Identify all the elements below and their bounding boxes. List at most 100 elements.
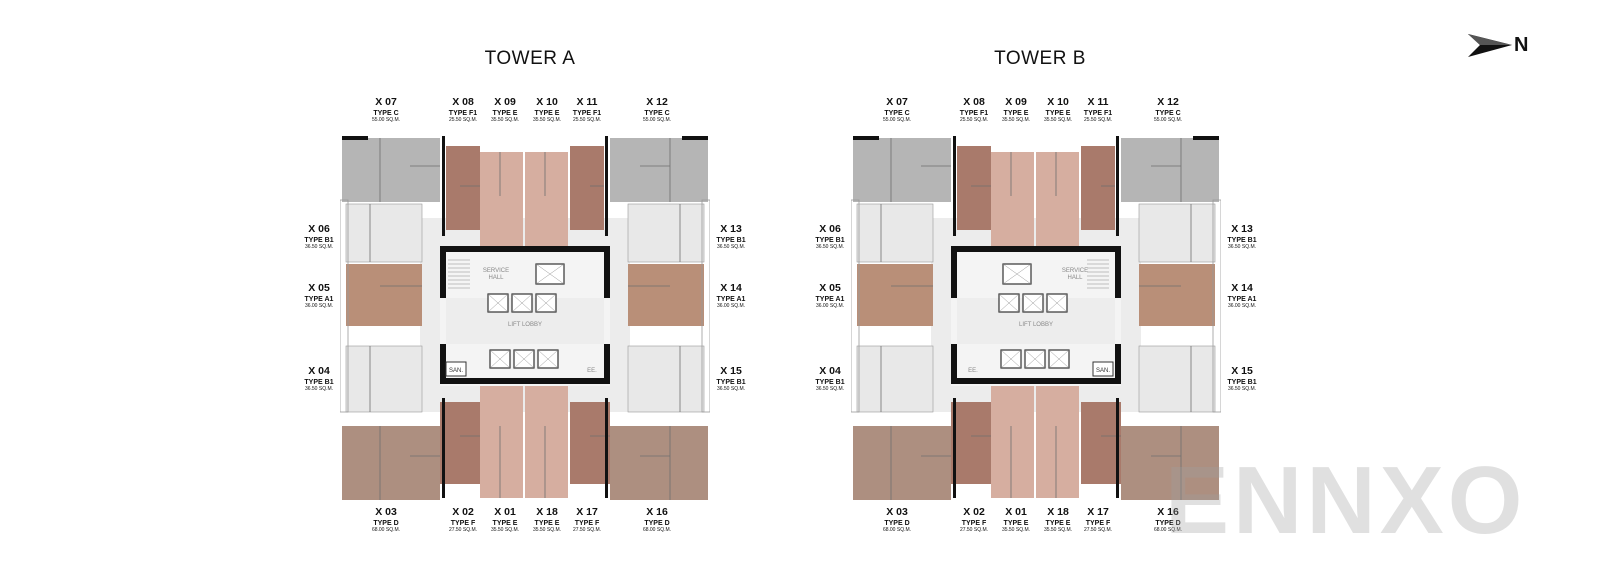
unit-type: TYPE A1	[716, 296, 746, 304]
tower-b-title: TOWER B	[994, 48, 1086, 69]
unit-x04	[345, 345, 423, 413]
unit-type: TYPE D	[884, 520, 910, 528]
unit-type: TYPE E	[1003, 520, 1029, 528]
unit-code: X 17	[1087, 506, 1109, 518]
unit-type: TYPE C	[884, 110, 910, 118]
unit-type: TYPE B1	[304, 379, 334, 387]
unit-area: 35.50 SQ.M.	[490, 527, 520, 534]
unit-area: 27.50 SQ.M.	[572, 527, 602, 534]
unit-type: TYPE F1	[959, 110, 989, 118]
unit-code: X 08	[963, 96, 985, 108]
lift-lobby-label: LIFT LOBBY	[1019, 322, 1053, 328]
wall	[682, 136, 708, 140]
lift-cross	[513, 349, 535, 369]
unit-x15	[1138, 345, 1216, 413]
unit-area: 25.50 SQ.M.	[448, 117, 478, 124]
unit-x08	[446, 146, 480, 230]
unit-type: TYPE B1	[716, 237, 746, 245]
unit-area: 35.50 SQ.M.	[1001, 527, 1031, 534]
ee-label: EE.	[968, 368, 978, 374]
unit-code: X 18	[536, 506, 558, 518]
unit-code: X 14	[1231, 282, 1253, 294]
unit-code: X 16	[1157, 506, 1179, 518]
unit-code: X 02	[963, 506, 985, 518]
san-label: SAN.	[449, 368, 463, 374]
unit-x02	[440, 402, 480, 484]
unit-area: 35.50 SQ.M.	[1043, 527, 1073, 534]
unit-x08	[957, 146, 991, 230]
unit-area: 25.50 SQ.M.	[1083, 117, 1113, 124]
unit-x13	[1138, 203, 1216, 263]
core-wall	[440, 246, 610, 252]
unit-area: 68.00 SQ.M.	[882, 527, 912, 534]
unit-code: X 05	[308, 282, 330, 294]
balcony	[340, 199, 349, 413]
unit-type: TYPE A1	[1227, 296, 1257, 304]
unit-code: X 04	[819, 365, 841, 377]
unit-area: 36.00 SQ.M.	[1227, 303, 1257, 310]
unit-x12	[610, 138, 708, 202]
unit-code: X 09	[1005, 96, 1027, 108]
wall	[853, 136, 879, 140]
unit-x07	[853, 138, 951, 202]
unit-code: X 17	[576, 506, 598, 518]
unit-area: 25.50 SQ.M.	[959, 117, 989, 124]
watermark-logo: ENNXO	[1165, 447, 1527, 554]
unit-code: X 11	[576, 96, 598, 108]
unit-area: 36.50 SQ.M.	[1227, 244, 1257, 251]
unit-area: 68.00 SQ.M.	[642, 527, 672, 534]
wall	[442, 136, 445, 236]
unit-code: X 15	[1231, 365, 1253, 377]
unit-area: 36.50 SQ.M.	[304, 386, 334, 393]
core-wall	[1115, 246, 1121, 298]
tower-a-title: TOWER A	[484, 48, 576, 69]
unit-type: TYPE C	[644, 110, 670, 118]
unit-area: 36.50 SQ.M.	[815, 244, 845, 251]
san-label: SAN.	[1096, 368, 1110, 374]
unit-type: TYPE F1	[1083, 110, 1113, 118]
lift-cross	[1022, 293, 1044, 313]
unit-code: X 13	[1231, 223, 1253, 235]
lift-cross	[535, 263, 565, 285]
unit-area: 35.50 SQ.M.	[490, 117, 520, 124]
unit-area: 25.50 SQ.M.	[572, 117, 602, 124]
unit-area: 55.00 SQ.M.	[642, 117, 672, 124]
unit-code: X 03	[886, 506, 908, 518]
unit-code: X 09	[494, 96, 516, 108]
unit-type: TYPE D	[644, 520, 670, 528]
lift-cross	[1002, 263, 1032, 285]
unit-area: 36.50 SQ.M.	[716, 386, 746, 393]
unit-area: 35.50 SQ.M.	[532, 117, 562, 124]
lift-cross	[1024, 349, 1046, 369]
wall	[605, 398, 608, 498]
unit-area: 36.00 SQ.M.	[815, 303, 845, 310]
balcony	[1212, 199, 1221, 413]
unit-code: X 14	[720, 282, 742, 294]
wall	[953, 398, 956, 498]
unit-x16	[610, 426, 708, 500]
unit-code: X 02	[452, 506, 474, 518]
unit-x17	[570, 402, 610, 484]
unit-type: TYPE E	[492, 110, 518, 118]
unit-code: X 12	[646, 96, 668, 108]
unit-x15	[627, 345, 705, 413]
unit-type: TYPE E	[1045, 520, 1071, 528]
lift-cross	[487, 293, 509, 313]
san-room	[445, 361, 467, 377]
unit-area: 36.00 SQ.M.	[304, 303, 334, 310]
